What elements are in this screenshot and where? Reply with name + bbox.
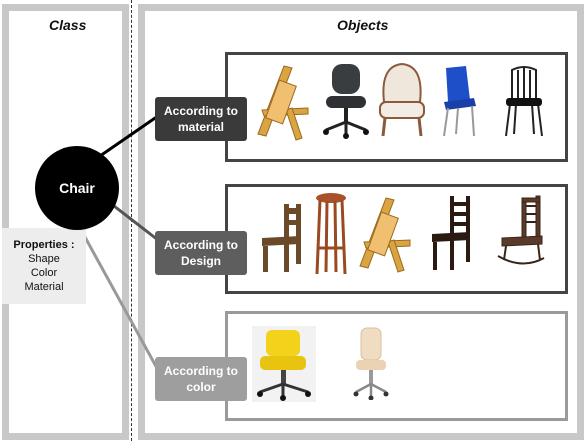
chair-class-label: Chair	[59, 180, 95, 196]
class-panel-title: Class	[49, 17, 87, 33]
design-label: According to Design	[155, 231, 247, 275]
color-label: According to color	[155, 357, 247, 401]
chair-class-node: Chair	[35, 146, 119, 230]
properties-heading: Properties :	[13, 239, 75, 251]
material-label-line1: According to	[164, 104, 238, 118]
property-material: Material	[24, 281, 64, 293]
armchair-icon	[379, 62, 425, 137]
ladder-back-chair-icon	[432, 196, 470, 270]
design-label-line2: Design	[180, 254, 221, 268]
connector-design	[113, 204, 159, 242]
bar-stool-icon	[315, 193, 347, 275]
rocking-chair-icon	[497, 195, 545, 265]
class-panel	[2, 4, 129, 440]
design-label-line1: According to	[164, 238, 238, 252]
deck-chair-icon	[257, 65, 309, 141]
connector-color	[78, 227, 160, 371]
property-shape: Shape	[28, 253, 60, 265]
wooden-chair-icon	[262, 204, 301, 272]
yellow-office-chair-icon	[252, 326, 316, 402]
properties-box: Properties : Shape Color Material	[2, 228, 86, 304]
material-label: According to material	[155, 97, 247, 141]
connector-material	[99, 114, 159, 158]
material-label-line2: material	[177, 120, 225, 134]
beige-office-chair-icon	[353, 327, 389, 400]
color-label-line2: color	[186, 380, 216, 394]
color-label-line1: According to	[164, 364, 238, 378]
office-chair-icon	[323, 64, 369, 139]
objects-panel-title: Objects	[337, 17, 389, 33]
blue-plastic-chair-icon	[443, 66, 476, 137]
property-color: Color	[30, 267, 58, 279]
metal-chair-icon	[505, 66, 543, 137]
deck-chair-icon-2	[359, 197, 411, 273]
